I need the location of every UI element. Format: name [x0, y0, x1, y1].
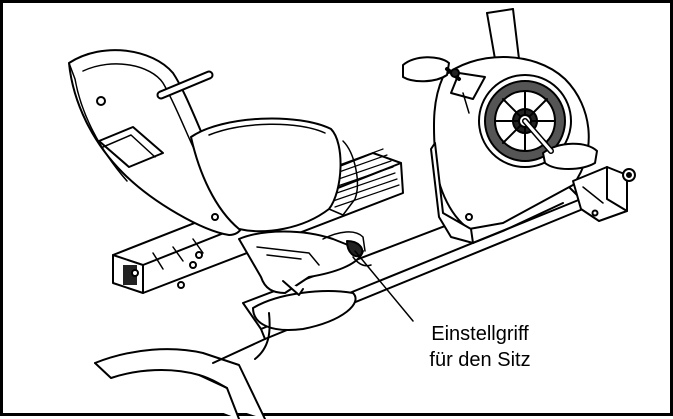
- front-stabilizer: [572, 166, 636, 222]
- callout-label: Einstellgriff für den Sitz: [405, 321, 555, 373]
- front-post: [486, 8, 522, 65]
- callout-leader-line: [354, 250, 414, 322]
- right-pedal: [522, 118, 598, 170]
- seat-adjust-handle: [238, 230, 372, 296]
- seat-support: [252, 290, 357, 360]
- left-handlebar: [98, 70, 214, 168]
- callout-line-2: für den Sitz: [429, 349, 531, 371]
- callout-line-1: Einstellgriff: [431, 323, 529, 345]
- left-pedal: [402, 56, 461, 83]
- recumbent-bike-illustration: [68, 8, 636, 419]
- rear-stabilizer: [94, 348, 266, 419]
- seat-cushion: [190, 117, 359, 233]
